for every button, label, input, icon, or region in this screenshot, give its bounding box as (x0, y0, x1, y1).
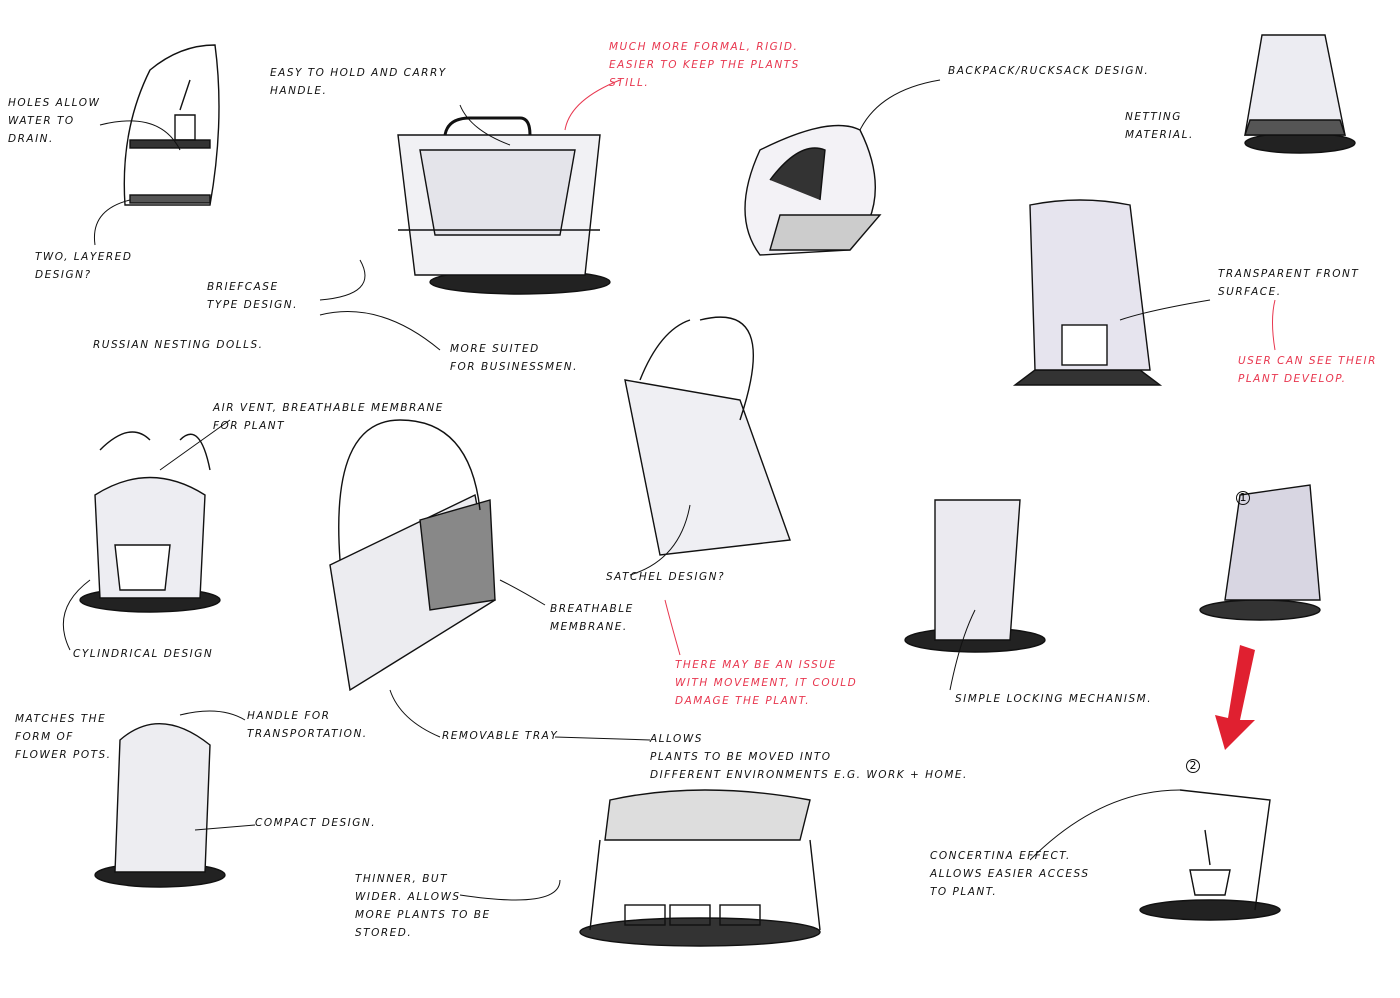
red-arrow (1215, 645, 1255, 750)
layered-sketch (123, 44, 220, 206)
thinner-sketch (579, 789, 821, 947)
note-matches: Matches the form of flower pots. (15, 713, 112, 761)
satchel-middle-sketch (624, 316, 791, 556)
concertina-sketch (1139, 789, 1281, 921)
note-tray: Removable tray (442, 730, 559, 742)
cylindrical-sketch (79, 431, 221, 613)
note-backpack: Backpack/Rucksack Design. (948, 65, 1150, 77)
note-locking: Simple locking mechanism. (955, 693, 1153, 705)
note-holes: Holes allow water to drain. (8, 97, 101, 145)
note-air-vent: Air vent, breathable membrane for plant (213, 402, 444, 432)
note-two-layered: Two, layered design? (35, 251, 133, 281)
step-number-2: 2 (1186, 759, 1200, 773)
briefcase-sketch (397, 116, 611, 295)
note-concertina: Concertina effect. Allows easier access … (930, 850, 1090, 898)
step1-sketch (1199, 484, 1321, 621)
note-transparent: Transparent front surface. (1218, 268, 1360, 298)
note-briefcase: Briefcase type design. (207, 281, 298, 311)
locking-sketch (904, 499, 1046, 653)
compact-sketch (94, 722, 226, 888)
note-netting: Netting material. (1125, 111, 1194, 141)
note-allows: Allows plants to be moved into different… (650, 733, 968, 781)
netting-sketch (1244, 34, 1356, 154)
transparent-backpack-sketch (1012, 199, 1163, 386)
note-compact: Compact design. (255, 817, 377, 829)
note-transport: Handle for transportation. (247, 710, 368, 740)
note-issue: There may be an issue with movement, it … (675, 659, 858, 707)
satchel-sketch (329, 419, 496, 692)
note-thinner: Thinner, but wider. Allows more plants t… (355, 873, 491, 939)
note-breathable: Breathable membrane. (550, 603, 634, 633)
leader-lines (62, 79, 1211, 901)
note-russian-dolls: Russian nesting dolls. (93, 339, 264, 351)
note-cylindrical: Cylindrical design (73, 648, 214, 660)
note-handle: Easy to hold and carry handle. (270, 67, 447, 97)
note-user-see: User can see their plant develop. (1238, 355, 1377, 385)
note-businessmen: More suited for businessmen. (450, 343, 578, 373)
step-number-1: 1 (1236, 491, 1250, 505)
backpack-open-sketch (744, 124, 882, 256)
note-satchel: Satchel design? (606, 571, 726, 583)
note-formal-rigid: Much more formal, rigid. Easier to keep … (609, 41, 800, 89)
